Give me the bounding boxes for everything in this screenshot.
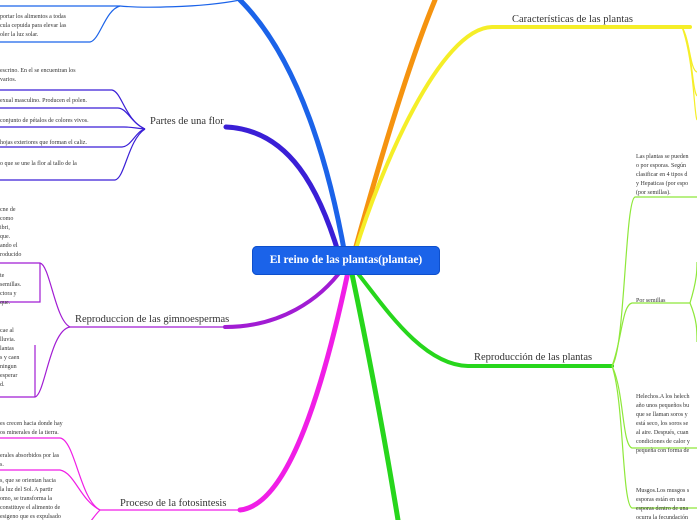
branch-line-partes: [223, 124, 343, 261]
partes-item-3: conjunto de pétalos de colores vivos.: [0, 118, 89, 124]
partes-item-4: hojas exteriores que forman el caliz.: [0, 140, 87, 146]
note-line: varios.: [0, 77, 17, 83]
note-line: que se llaman soros y: [636, 412, 688, 418]
note-line: lluvia.: [0, 337, 16, 343]
branch-line-orange: [352, 0, 438, 253]
central-topic[interactable]: El reino de las plantas(plantae): [252, 246, 440, 275]
partes-subbranches: [0, 89, 146, 181]
note-line: ibri,: [0, 225, 10, 231]
branch-fotosintesis[interactable]: Proceso de la fotosintesis: [120, 498, 227, 509]
note-line: s.: [0, 462, 4, 468]
note-line: condiciones de calor y: [636, 439, 690, 445]
note-line: esporas dentro de una: [636, 506, 689, 512]
note-line: oler la luz solar.: [0, 32, 39, 38]
branch-line-caracteristicas: [353, 25, 692, 254]
branch-line-blue: [237, 0, 348, 258]
note-line: año unos pequeños bu: [636, 403, 690, 409]
branch-gimnoespermas[interactable]: Reproduccion de las gimnoespermas: [75, 314, 230, 325]
note-line: constituye el alimento de: [0, 505, 61, 511]
branch-line-green-down: [349, 271, 401, 520]
note-line: cula cepuida para elevar las: [0, 23, 67, 29]
gimno-note-top: cne de como ibri, que. ando el roducido: [0, 206, 21, 260]
note-line: ningun: [0, 364, 17, 370]
reproduccion-intro: Las plantas se pueden o por esporas. Seg…: [636, 153, 688, 198]
note-line: cne de: [0, 207, 16, 213]
gimno-note-mid: te semillas. ctora y que.: [0, 272, 21, 308]
branch-line-foto: [237, 269, 351, 513]
note-line: o por esporas. Según: [636, 163, 686, 169]
note-line: ctora y: [0, 291, 17, 297]
note-line: la luz del Sol. A partir: [0, 487, 53, 493]
note-line: está seco, los soros se: [636, 421, 689, 427]
note-line: esporas están en una: [636, 497, 686, 503]
branch-reproduccion[interactable]: Reproducción de las plantas: [474, 352, 593, 363]
top-left-note: portar los alimentos a todas cula cepuid…: [0, 13, 66, 40]
note-line: pequeña con forma de: [636, 448, 690, 454]
caracteristicas-subbranches: [681, 26, 697, 121]
note-line: y Hepaticas (por espo: [636, 181, 689, 187]
note-line: esperar: [0, 373, 18, 379]
note-line: Musgos.Los musgos s: [636, 488, 690, 494]
branch-partes-de-una-flor[interactable]: Partes de una flor: [150, 116, 224, 127]
note-line: cae al: [0, 328, 14, 334]
note-line: clasificar en 4 tipos d: [636, 172, 688, 178]
foto-item-1: es crecen hacia donde hay os minerales d…: [0, 420, 63, 438]
note-line: al aire. Después, cuan: [636, 430, 689, 436]
branch-line-reproduccion: [353, 268, 614, 368]
note-line: erales absorbidos por las: [0, 453, 60, 459]
partes-item-5: o que se une la flor al tallo de la: [0, 161, 77, 167]
reproduccion-musgos: Musgos.Los musgos s esporas están en una…: [636, 487, 689, 523]
note-line: (por semillas).: [636, 190, 671, 196]
reproduccion-semillas[interactable]: Por semillas: [636, 298, 666, 304]
note-line: semillas.: [0, 282, 22, 288]
note-line: que.: [0, 234, 11, 240]
reproduccion-subbranches: [611, 196, 697, 509]
partes-item-1: escrino. En el se encuentran los varios.: [0, 67, 76, 85]
note-line: Las plantas se pueden: [636, 154, 689, 160]
note-line: ando el: [0, 243, 18, 249]
note-line: omo, se transforma la: [0, 496, 52, 502]
partes-item-2: exual masculino. Producen el polen.: [0, 98, 87, 104]
gimno-subbranches: [0, 262, 225, 398]
top-left-subbranches: [0, 0, 241, 43]
foto-subbranches: [0, 437, 240, 520]
note-line: que.: [0, 300, 11, 306]
note-line: s, que se orientan hacia: [0, 478, 56, 484]
note-line: d.: [0, 382, 5, 388]
note-line: os minerales de la tierra.: [0, 430, 59, 436]
gimno-note-low: cae al lluvia. lantas s y caen ningun es…: [0, 327, 19, 390]
note-line: te: [0, 273, 5, 279]
foto-item-2: erales absorbidos por las s.: [0, 452, 59, 470]
note-line: portar los alimentos a todas: [0, 14, 66, 20]
note-line: Helechos.A los helech: [636, 394, 690, 400]
note-line: lantas: [0, 346, 14, 352]
foto-item-3: s, que se orientan hacia la luz del Sol.…: [0, 477, 61, 522]
note-line: ocurra la fecundación: [636, 515, 688, 521]
note-line: esigeno que es expulsado: [0, 514, 61, 520]
branch-caracteristicas[interactable]: Características de las plantas: [512, 14, 633, 25]
branch-line-gimno: [223, 266, 345, 329]
note-line: escrino. En el se encuentran los: [0, 68, 76, 74]
note-line: como: [0, 216, 14, 222]
note-line: roducido: [0, 252, 22, 258]
note-line: es crecen hacia donde hay: [0, 421, 63, 427]
note-line: s y caen: [0, 355, 20, 361]
reproduccion-helechos: Helechos.A los helech año unos pequeños …: [636, 393, 690, 456]
